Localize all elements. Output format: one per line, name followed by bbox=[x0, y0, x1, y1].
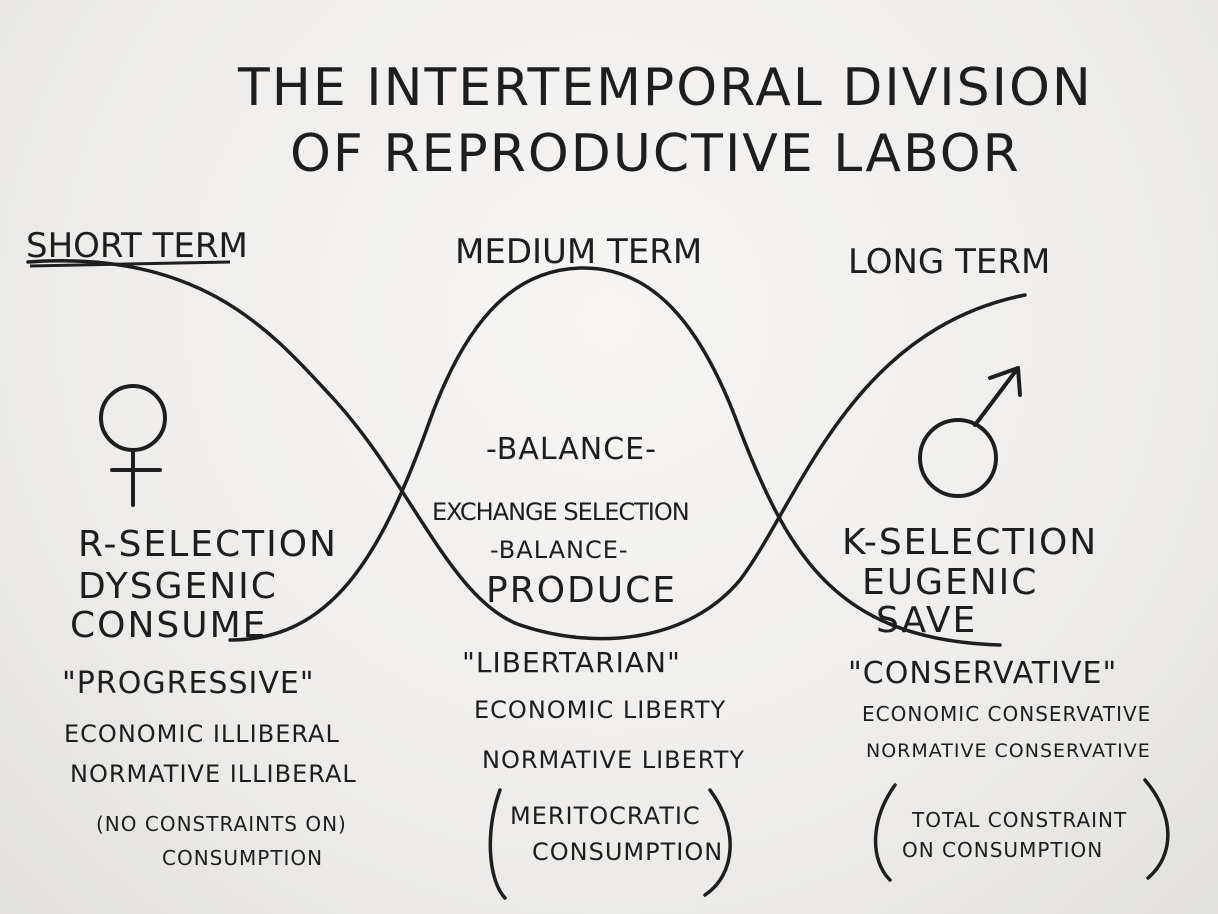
center-exchange: EXCHANGE SELECTION bbox=[432, 498, 690, 526]
right-selection: K-SELECTION bbox=[842, 522, 1099, 563]
right-economic: ECONOMIC CONSERVATIVE bbox=[862, 702, 1152, 726]
right-action: SAVE bbox=[876, 600, 978, 641]
center-note-line-2: CONSUMPTION bbox=[532, 838, 724, 866]
center-note-line-1: MERITOCRATIC bbox=[510, 802, 701, 830]
note-parens bbox=[488, 778, 1170, 900]
left-note-line-1: (NO CONSTRAINTS ON) bbox=[96, 812, 347, 836]
left-note-line-2: CONSUMPTION bbox=[162, 846, 324, 870]
left-normative: NORMATIVE ILLIBERAL bbox=[70, 760, 357, 788]
right-note-line-2: ON CONSUMPTION bbox=[902, 838, 1104, 862]
curve-production bbox=[228, 266, 1002, 647]
left-label: "PROGRESSIVE" bbox=[62, 666, 315, 701]
left-trait: DYSGENIC bbox=[78, 566, 278, 607]
left-action: CONSUME bbox=[70, 605, 268, 646]
title-line-1: THE INTERTEMPORAL DIVISION bbox=[238, 58, 1093, 118]
underline-short-term bbox=[29, 260, 231, 268]
center-label: "LIBERTARIAN" bbox=[462, 646, 681, 679]
right-normative: NORMATIVE CONSERVATIVE bbox=[866, 740, 1151, 762]
center-action: PRODUCE bbox=[486, 570, 678, 611]
left-economic: ECONOMIC ILLIBERAL bbox=[64, 720, 340, 748]
right-label: "CONSERVATIVE" bbox=[848, 656, 1118, 691]
male-circle bbox=[918, 418, 998, 498]
medium-term-label: MEDIUM TERM bbox=[455, 232, 703, 272]
short-term-label: SHORT TERM bbox=[26, 226, 248, 266]
long-term-label: LONG TERM bbox=[848, 242, 1051, 282]
title-line-2: OF REPRODUCTIVE LABOR bbox=[290, 124, 1021, 184]
center-normative: NORMATIVE LIBERTY bbox=[482, 746, 746, 774]
center-economic: ECONOMIC LIBERTY bbox=[474, 696, 727, 724]
female-glyph bbox=[99, 384, 167, 507]
center-balance-top: -BALANCE- bbox=[486, 432, 657, 467]
curve-consumption bbox=[26, 259, 1027, 641]
right-note-line-1: TOTAL CONSTRAINT bbox=[912, 808, 1128, 832]
left-selection: R-SELECTION bbox=[78, 524, 338, 565]
center-balance-mid: -BALANCE- bbox=[490, 536, 629, 564]
right-trait: EUGENIC bbox=[862, 562, 1039, 603]
male-arrow bbox=[973, 366, 1022, 427]
